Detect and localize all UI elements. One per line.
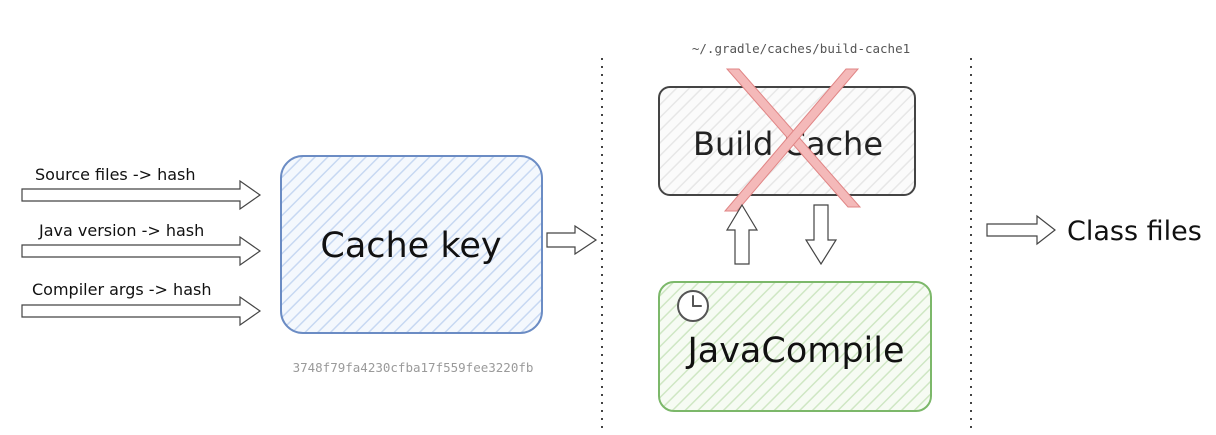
cache-key-label: Cache key bbox=[320, 226, 501, 266]
java-compile-box bbox=[658, 281, 932, 412]
cache-key-box bbox=[280, 155, 543, 334]
output-arrow bbox=[986, 214, 1056, 246]
cross-icon bbox=[723, 68, 862, 212]
clock-icon bbox=[677, 290, 709, 322]
cache-key-hash: 3748f79fa4230cfba17f559fee3220fb bbox=[293, 360, 534, 375]
output-label: Class files bbox=[1067, 216, 1202, 247]
down-arrow bbox=[804, 204, 838, 266]
input-label-compiler-args: Compiler args -> hash bbox=[32, 280, 211, 299]
up-arrow bbox=[725, 203, 759, 265]
cache-key-to-cache-arrow bbox=[546, 224, 598, 256]
input-arrow-compiler-args bbox=[21, 295, 262, 327]
java-compile-label: JavaCompile bbox=[685, 331, 904, 371]
input-arrow-source-files bbox=[21, 179, 262, 211]
build-cache-path: ~/.gradle/caches/build-cache1 bbox=[692, 41, 910, 56]
input-label-java-version: Java version -> hash bbox=[38, 221, 204, 240]
input-label-source-files: Source files -> hash bbox=[35, 165, 196, 184]
input-arrow-java-version bbox=[21, 235, 262, 267]
